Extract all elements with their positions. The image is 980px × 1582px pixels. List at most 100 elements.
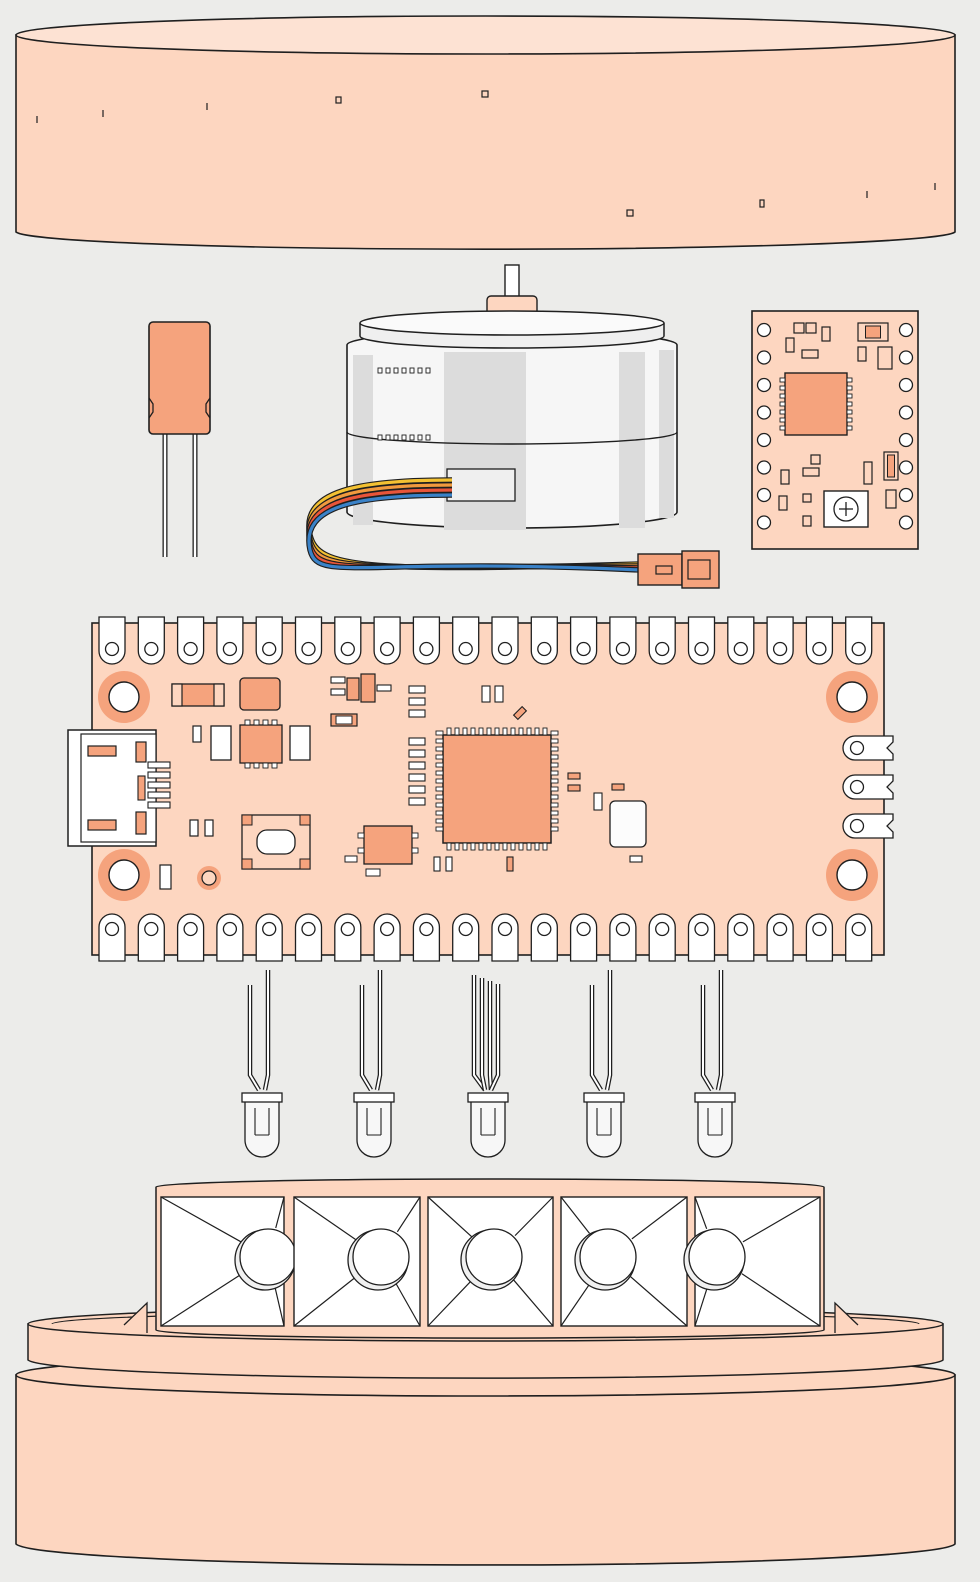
header-hole	[694, 641, 709, 657]
chip-pin	[401, 367, 407, 374]
chip-pin	[462, 727, 468, 736]
chip-pin	[779, 401, 786, 407]
header-pad-bottom	[452, 913, 480, 962]
chip-pin	[271, 762, 278, 769]
chip-pin	[510, 727, 516, 736]
chip-pin	[357, 847, 365, 854]
led-leg	[606, 970, 611, 1091]
reflector-edge	[427, 1278, 474, 1327]
header-hole	[183, 921, 198, 937]
chip-pin	[435, 802, 444, 808]
header-pad-bottom	[255, 913, 283, 962]
led-leg	[481, 978, 486, 1091]
header-hole	[262, 921, 277, 937]
chip-pin	[244, 719, 251, 726]
led-leg	[473, 975, 486, 1091]
trimmer-potentiometer	[823, 490, 869, 528]
header-pad-bottom	[687, 913, 716, 962]
header-pad-bottom	[334, 913, 362, 962]
header-pad-top	[845, 616, 873, 665]
chip-pin	[518, 842, 524, 851]
passive	[408, 709, 426, 718]
driver-pin-hole	[898, 350, 914, 365]
led-rim	[467, 1092, 509, 1103]
header-pad-bottom	[609, 913, 637, 962]
chip-pin	[435, 762, 444, 768]
header-hole	[379, 641, 395, 657]
smd-component	[810, 454, 821, 465]
header-pad-bottom	[569, 913, 598, 962]
chip-pin	[253, 719, 260, 726]
motor-wires	[306, 477, 641, 573]
reflector-edge	[560, 1281, 592, 1327]
capacitor	[148, 321, 211, 557]
header-pad-bottom	[412, 913, 441, 962]
led-anvil	[596, 1108, 612, 1136]
chip-pin	[846, 401, 853, 407]
chip-pin	[470, 727, 476, 736]
led-rim	[241, 1092, 283, 1103]
led-socket	[579, 1228, 637, 1286]
board-components	[159, 673, 647, 890]
led-body	[586, 1099, 622, 1158]
header-hole	[537, 641, 552, 657]
led-body	[356, 1099, 392, 1158]
driver-pin-hole	[756, 405, 772, 420]
driver-pin-hole	[756, 487, 772, 503]
led-socket	[239, 1228, 297, 1286]
chip-pin	[534, 727, 540, 736]
driver-pin-hole	[756, 350, 772, 365]
header-pad-top	[255, 616, 283, 665]
header-pad-top	[687, 616, 716, 665]
chip-pin	[550, 786, 559, 792]
header-pad-top	[648, 616, 676, 665]
reflector-edge	[631, 1196, 688, 1240]
passive	[408, 685, 426, 694]
header-hole	[301, 921, 316, 937]
driver-pin-hole	[756, 377, 772, 393]
chip-pin	[411, 847, 419, 854]
smd-component	[785, 337, 795, 353]
reflector-edge	[160, 1272, 244, 1327]
wire	[307, 493, 641, 572]
header-hole	[262, 641, 277, 657]
chip-pin	[510, 842, 516, 851]
reflector-edge	[560, 1196, 590, 1234]
chip-pin	[846, 377, 853, 383]
chip-pin	[435, 818, 444, 824]
led-anvil	[254, 1108, 270, 1136]
driver-pin-hole	[756, 432, 772, 448]
passive	[408, 797, 426, 806]
driver-pin-hole	[898, 487, 914, 503]
chip-pin	[454, 842, 460, 851]
chip-pin	[244, 762, 251, 769]
chip-pin	[435, 826, 444, 832]
chip-pin	[409, 434, 415, 441]
reflector-edge	[694, 1196, 708, 1230]
header-hole	[419, 921, 434, 937]
chip-pin	[435, 746, 444, 752]
header-pad-top	[452, 616, 480, 665]
chip-pin	[779, 417, 786, 423]
smd-component	[863, 461, 873, 485]
led-leg	[490, 984, 499, 1091]
led-socket	[688, 1228, 746, 1286]
passive	[408, 749, 426, 758]
pin-header-bottom	[98, 913, 873, 962]
chip-pin	[411, 832, 419, 839]
header-hole	[733, 641, 748, 657]
led-leg	[489, 981, 492, 1091]
chip-pin	[385, 434, 391, 441]
led-body	[697, 1099, 733, 1158]
smd-component	[793, 322, 805, 334]
led-leg	[717, 970, 722, 1091]
chip-pin	[526, 842, 532, 851]
smd-component	[885, 489, 897, 509]
passive	[344, 855, 358, 863]
chip-pin	[470, 842, 476, 851]
reflector-edge	[293, 1275, 358, 1327]
header-hole	[497, 921, 513, 937]
header-pad-top	[766, 616, 794, 665]
header-pad-bottom	[176, 913, 205, 962]
chip-pin	[550, 730, 559, 736]
